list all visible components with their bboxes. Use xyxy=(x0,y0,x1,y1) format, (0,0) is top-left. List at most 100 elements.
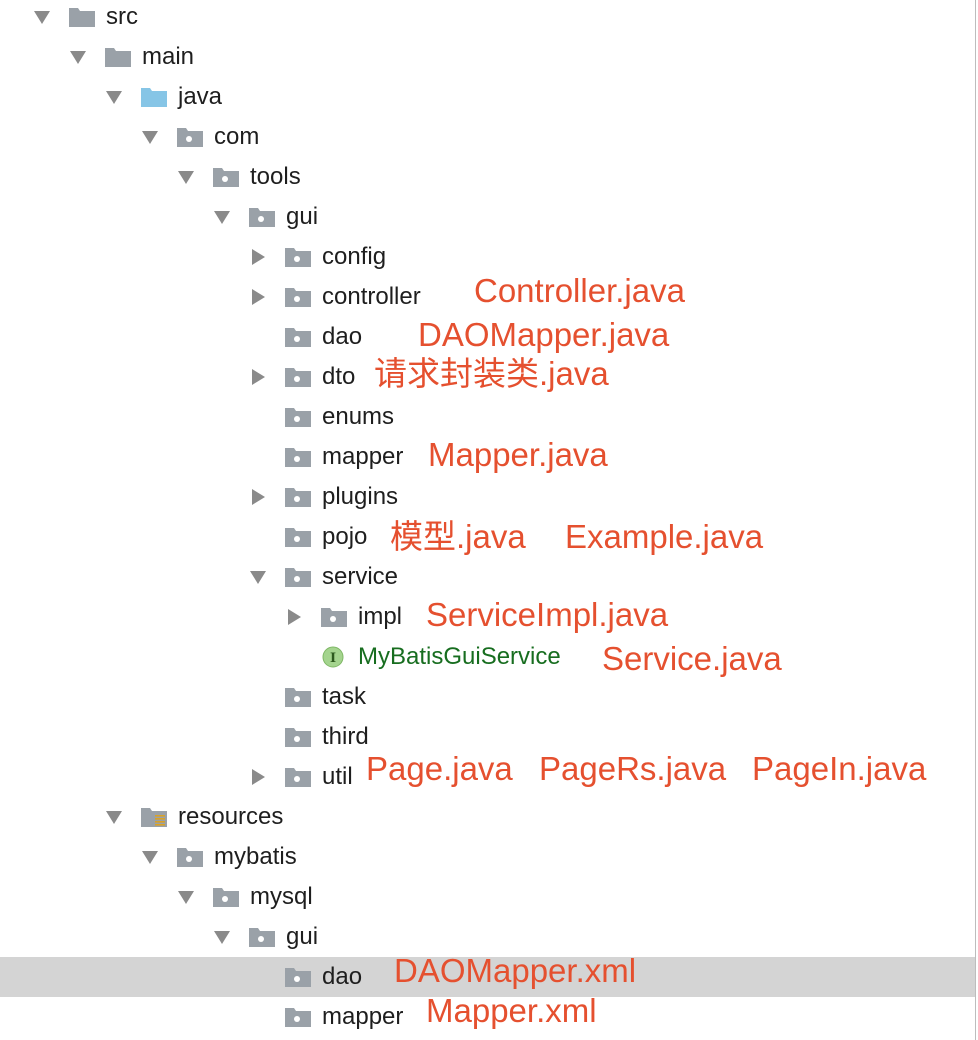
package-folder-icon xyxy=(284,365,312,389)
chevron-right-icon[interactable] xyxy=(250,769,266,785)
tree-node-label[interactable]: plugins xyxy=(322,483,399,510)
folder-icon xyxy=(68,5,96,29)
tree-node-label[interactable]: mysql xyxy=(250,883,313,910)
chevron-down-icon[interactable] xyxy=(142,849,158,865)
chevron-right-icon[interactable] xyxy=(250,249,266,265)
tree-row[interactable]: main xyxy=(0,37,975,77)
panel-edge xyxy=(975,0,976,1040)
annotation-label: Page.java xyxy=(366,750,513,787)
tree-row[interactable]: enums xyxy=(0,397,975,437)
chevron-down-icon[interactable] xyxy=(214,929,230,945)
chevron-down-icon[interactable] xyxy=(106,89,122,105)
tree-node-label[interactable]: util xyxy=(322,763,353,790)
annotation-label: 模型.java xyxy=(390,518,526,555)
chevron-down-icon[interactable] xyxy=(250,569,266,585)
tree-row[interactable]: pojo xyxy=(0,517,975,557)
tree-row[interactable]: plugins xyxy=(0,477,975,517)
tree-node-label[interactable]: dto xyxy=(322,363,356,390)
annotation-label: PageRs.java xyxy=(539,750,727,787)
tree-row[interactable]: src xyxy=(0,0,975,37)
chevron-right-icon[interactable] xyxy=(250,369,266,385)
tree-node-label[interactable]: com xyxy=(214,123,260,150)
tree-node-label[interactable]: main xyxy=(142,43,195,70)
chevron-down-icon[interactable] xyxy=(178,169,194,185)
tree-node-label[interactable]: mybatis xyxy=(214,843,297,870)
tree-row[interactable]: mysql xyxy=(0,877,975,917)
chevron-down-icon[interactable] xyxy=(178,889,194,905)
tree-node-label[interactable]: dao xyxy=(322,323,363,350)
chevron-right-icon[interactable] xyxy=(286,609,302,625)
tree-node-label[interactable]: pojo xyxy=(322,523,368,550)
tree-node-label[interactable]: impl xyxy=(358,603,403,630)
tree-node-label[interactable]: MyBatisGuiService xyxy=(358,643,561,670)
tree-row[interactable]: java xyxy=(0,77,975,117)
tree-node-label[interactable]: controller xyxy=(322,283,421,310)
tree-node-label[interactable]: third xyxy=(322,723,369,750)
tree-node-label[interactable]: tools xyxy=(250,163,301,190)
package-folder-icon xyxy=(284,565,312,589)
tree-row[interactable]: dto xyxy=(0,357,975,397)
tree-node-label[interactable]: mapper xyxy=(322,1003,404,1030)
chevron-down-icon[interactable] xyxy=(142,129,158,145)
tree-node-label[interactable]: config xyxy=(322,243,387,270)
tree-row[interactable]: tools xyxy=(0,157,975,197)
tree-row[interactable]: mybatis xyxy=(0,837,975,877)
tree-row[interactable]: gui xyxy=(0,917,975,957)
package-folder-icon xyxy=(248,205,276,229)
package-folder-icon xyxy=(212,165,240,189)
tree-node-label[interactable]: mapper xyxy=(322,443,404,470)
source-folder-icon xyxy=(140,85,168,109)
tree-row[interactable]: service xyxy=(0,557,975,597)
tree-row[interactable]: dao xyxy=(0,317,975,357)
chevron-down-icon[interactable] xyxy=(106,809,122,825)
tree-row[interactable]: task xyxy=(0,677,975,717)
chevron-down-icon[interactable] xyxy=(70,49,86,65)
tree-row[interactable]: gui xyxy=(0,197,975,237)
tree-row[interactable]: controller xyxy=(0,277,975,317)
package-folder-icon xyxy=(284,325,312,349)
folder-icon xyxy=(104,45,132,69)
tree-row[interactable]: config xyxy=(0,237,975,277)
tree-node-label[interactable]: gui xyxy=(286,923,319,950)
annotation-label: Controller.java xyxy=(474,272,685,309)
chevron-down-icon[interactable] xyxy=(34,9,50,25)
annotation-label: 请求封装类.java xyxy=(374,355,609,392)
annotation-label: Mapper.xml xyxy=(426,992,597,1029)
tree-row[interactable]: mapper xyxy=(0,437,975,477)
package-folder-icon xyxy=(284,765,312,789)
tree-node-label[interactable]: src xyxy=(106,3,138,30)
annotation-label: DAOMapper.xml xyxy=(394,952,637,989)
tree-row[interactable]: dao xyxy=(0,957,975,997)
package-folder-icon xyxy=(212,885,240,909)
annotation-label: ServiceImpl.java xyxy=(426,596,669,633)
tree-row[interactable]: util xyxy=(0,757,975,797)
annotation-label: Example.java xyxy=(565,518,764,555)
tree-row[interactable]: impl xyxy=(0,597,975,637)
tree-node-label[interactable]: task xyxy=(322,683,367,710)
tree-row[interactable]: mapper xyxy=(0,997,975,1037)
annotation-label: PageIn.java xyxy=(752,750,927,787)
package-folder-icon xyxy=(176,845,204,869)
annotation-label: DAOMapper.java xyxy=(418,316,670,353)
tree-row[interactable]: third xyxy=(0,717,975,757)
tree-node-label[interactable]: gui xyxy=(286,203,319,230)
tree-node-label[interactable]: resources xyxy=(178,803,284,830)
annotation-label: Service.java xyxy=(602,640,782,677)
chevron-down-icon[interactable] xyxy=(214,209,230,225)
chevron-right-icon[interactable] xyxy=(250,289,266,305)
tree-node-label[interactable]: enums xyxy=(322,403,395,430)
svg-text:I: I xyxy=(330,651,336,666)
tree-node-label[interactable]: service xyxy=(322,563,399,590)
tree-row[interactable]: com xyxy=(0,117,975,157)
package-folder-icon xyxy=(176,125,204,149)
package-folder-icon xyxy=(284,405,312,429)
tree-node-label[interactable]: dao xyxy=(322,963,363,990)
interface-icon: I xyxy=(320,645,348,669)
tree-node-label[interactable]: java xyxy=(178,83,223,110)
tree-row[interactable]: I MyBatisGuiService xyxy=(0,637,975,677)
tree-row[interactable]: resources xyxy=(0,797,975,837)
chevron-right-icon[interactable] xyxy=(250,489,266,505)
package-folder-icon xyxy=(284,525,312,549)
package-folder-icon xyxy=(248,925,276,949)
package-folder-icon xyxy=(284,1005,312,1029)
